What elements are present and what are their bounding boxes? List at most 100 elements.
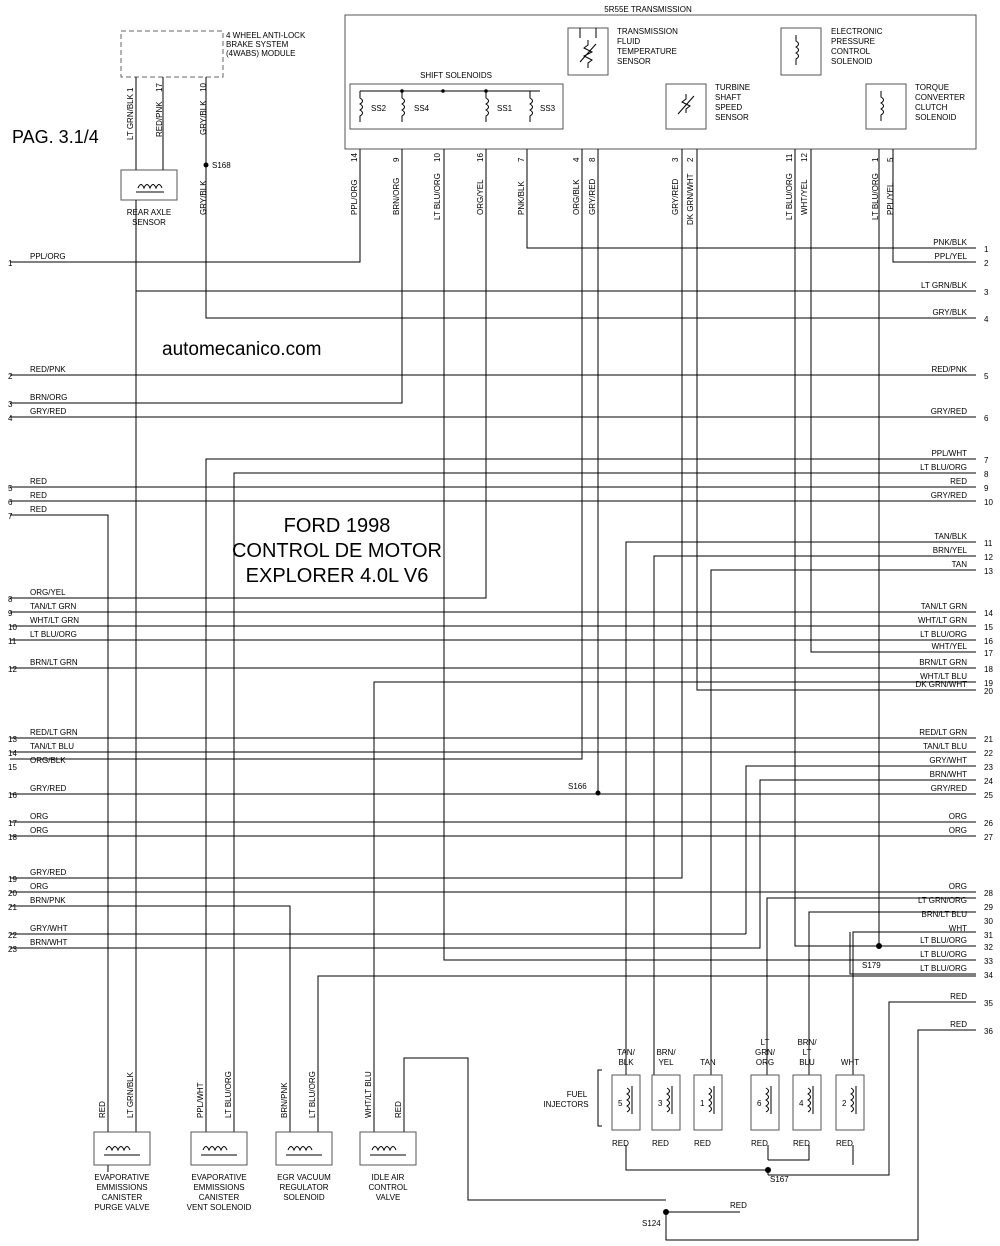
right-pin-17: 17	[984, 649, 993, 658]
component-1-name-2: EMMISSIONS	[96, 1183, 147, 1192]
s168-wire-gry-blk: GRY/BLK	[199, 180, 208, 215]
left-pin-5: 5	[8, 484, 13, 493]
left-pin-14: 14	[8, 749, 17, 758]
component-1-name-4: PURGE VALVE	[94, 1203, 149, 1212]
tft-label-2: FLUID	[617, 37, 640, 46]
component-2-wire-label-1: PPL/WHT	[196, 1082, 205, 1118]
fuel-injectors: 5TAN/BLKRED3BRN/YELRED1TANRED6LTGRN/ORGR…	[611, 1038, 865, 1148]
abs-pin-1: 1	[126, 87, 135, 92]
right-wire-label-2: PPL/YEL	[935, 252, 968, 261]
left-wire-label-11: LT BLU/ORG	[30, 630, 77, 639]
right-pin-7: 7	[984, 456, 989, 465]
component-3-name-2: REGULATOR	[279, 1183, 328, 1192]
trans-pin-3: 3	[671, 157, 680, 162]
epc-label-2: PRESSURE	[831, 37, 875, 46]
injector-num-1: 1	[700, 1099, 705, 1108]
epc-label-3: CONTROL	[831, 47, 871, 56]
injector-num-2: 2	[842, 1099, 847, 1108]
trans-wire-brn-org: BRN/ORG	[392, 178, 401, 215]
component-3-wire-label-2: LT BLU/ORG	[308, 1071, 317, 1118]
right-wire-label-22: TAN/LT BLU	[923, 742, 967, 751]
right-pin-24: 24	[984, 777, 993, 786]
right-pin-25: 25	[984, 791, 993, 800]
tss-sensor-symbol	[677, 94, 695, 115]
trans-wire-ppl-org: PPL/ORG	[350, 179, 359, 215]
trans-wire-pnk-blk: PNK/BLK	[517, 181, 526, 215]
abs-module-box	[120, 30, 224, 78]
left-pin-7: 7	[8, 512, 13, 521]
right-wire-label-20: DK GRN/WHT	[915, 680, 967, 689]
right-pin-9: 9	[984, 484, 989, 493]
injector-coil-2	[850, 1086, 857, 1114]
right-pin-15: 15	[984, 623, 993, 632]
component-1-wire-label-2: LT GRN/BLK	[126, 1071, 135, 1118]
tcc-label-3: CLUTCH	[915, 103, 948, 112]
right-wire-label-11: TAN/BLK	[934, 532, 967, 541]
right-wire-label-27: ORG	[949, 826, 967, 835]
injector-3-bottom-label: RED	[652, 1139, 669, 1148]
ss2-label: SS2	[371, 104, 387, 113]
right-pin-19: 19	[984, 679, 993, 688]
injector-coil-3	[666, 1086, 673, 1114]
left-pin-21: 21	[8, 903, 17, 912]
left-connector: 1PPL/ORG2RED/PNK3BRN/ORG4GRY/RED5RED6RED…	[8, 252, 79, 954]
right-pin-20: 20	[984, 687, 993, 696]
trans-pin-1: 1	[871, 157, 880, 162]
component-box-2	[190, 1131, 248, 1166]
component-2-name-4: VENT SOLENOID	[187, 1203, 252, 1212]
left-pin-20: 20	[8, 889, 17, 898]
left-pin-3: 3	[8, 400, 13, 409]
component-2-name-3: CANISTER	[199, 1193, 240, 1202]
component-1-name-3: CANISTER	[102, 1193, 143, 1202]
right-wire-label-33: LT BLU/ORG	[920, 950, 967, 959]
page-label: PAG. 3.1/4	[12, 127, 99, 147]
component-4-name-1: IDLE AIR	[372, 1173, 405, 1182]
left-pin-1: 1	[8, 259, 13, 268]
right-pin-27: 27	[984, 833, 993, 842]
left-pin-11: 11	[8, 637, 17, 646]
injector-3-top-label-1: BRN/	[656, 1048, 676, 1057]
right-pin-11: 11	[984, 539, 993, 548]
left-wire-label-14: TAN/LT BLU	[30, 742, 74, 751]
left-pin-4: 4	[8, 414, 13, 423]
injector-box-3	[651, 1074, 681, 1131]
component-1-wire-label-1: RED	[98, 1101, 107, 1118]
component-2-wire-label-2: LT BLU/ORG	[224, 1071, 233, 1118]
tft-sensor-symbol	[579, 28, 597, 68]
splice-s168: S168	[212, 161, 231, 170]
component-1-name-1: EVAPORATIVE	[94, 1173, 149, 1182]
injector-coil-4	[807, 1086, 814, 1114]
right-pin-5: 5	[984, 372, 989, 381]
right-pin-18: 18	[984, 665, 993, 674]
trans-pin-5: 5	[886, 157, 895, 162]
transmission-box	[344, 14, 977, 150]
injector-4-bottom-label: RED	[793, 1139, 810, 1148]
trans-pin-2: 2	[686, 157, 695, 162]
right-pin-16: 16	[984, 637, 993, 646]
injector-box-4	[792, 1074, 822, 1131]
injector-6-top-label-2: GRN/	[755, 1048, 776, 1057]
right-wire-label-26: ORG	[949, 812, 967, 821]
trans-pin-7: 7	[517, 157, 526, 162]
left-wire-label-8: ORG/YEL	[30, 588, 66, 597]
right-pin-4: 4	[984, 315, 989, 324]
right-wire-label-23: GRY/WHT	[929, 756, 967, 765]
injector-6-top-label-1: LT	[761, 1038, 770, 1047]
right-wire-label-15: WHT/LT GRN	[918, 616, 967, 625]
injector-coil-1	[708, 1086, 715, 1114]
rear-axle-sensor-label-2: SENSOR	[132, 218, 166, 227]
right-wire-label-36: RED	[950, 1020, 967, 1029]
abs-module-label-2: BRAKE SYSTEM	[226, 40, 289, 49]
right-pin-1: 1	[984, 245, 989, 254]
right-wire-label-7: PPL/WHT	[931, 449, 967, 458]
shift-solenoids-label: SHIFT SOLENOIDS	[420, 71, 492, 80]
tcc-solenoid-coil	[880, 91, 884, 121]
injector-box-6	[750, 1074, 780, 1131]
left-wire-label-21: BRN/PNK	[30, 896, 66, 905]
right-pin-31: 31	[984, 931, 993, 940]
right-wire-label-30: BRN/LT BLU	[922, 910, 968, 919]
abs-wire-gry-blk: GRY/BLK	[199, 100, 208, 135]
left-wire-label-1: PPL/ORG	[30, 252, 66, 261]
right-wire-label-31: WHT	[949, 924, 967, 933]
right-wire-label-10: GRY/RED	[931, 491, 968, 500]
